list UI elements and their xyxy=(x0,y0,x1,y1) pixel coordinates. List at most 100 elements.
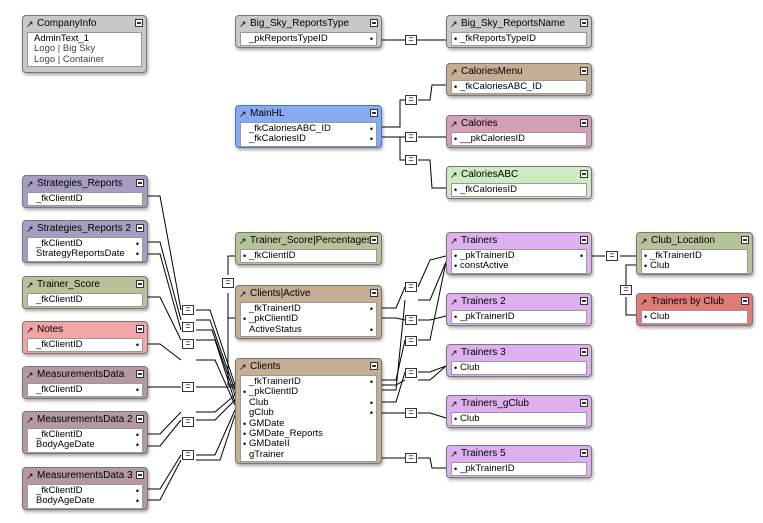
relationship-operator[interactable]: = xyxy=(405,336,417,346)
table-big-sky-reports-name[interactable]: ↗Big_Sky_ReportsName •_fkReportsTypeID xyxy=(446,15,592,48)
relationship-operator[interactable]: = xyxy=(405,95,417,105)
relationship-operator[interactable]: = xyxy=(405,453,417,463)
minimize-icon[interactable] xyxy=(580,297,588,305)
field[interactable]: _fkClientID• xyxy=(36,485,139,496)
field[interactable]: •Club xyxy=(644,311,670,322)
minimize-icon[interactable] xyxy=(136,179,144,187)
minimize-icon[interactable] xyxy=(370,362,378,370)
table-header[interactable]: ↗Strategies_Reports xyxy=(23,176,147,192)
table-strategies-reports[interactable]: ↗Strategies_Reports _fkClientID xyxy=(22,175,148,208)
table-header[interactable]: ↗Club_Location xyxy=(637,233,752,249)
field[interactable]: Logo | Big Sky xyxy=(34,43,96,55)
table-header[interactable]: ↗MeasurementsData 2 xyxy=(23,412,147,428)
minimize-icon[interactable] xyxy=(580,170,588,178)
field[interactable]: •_pkTrainerID xyxy=(454,311,515,322)
minimize-icon[interactable] xyxy=(370,19,378,27)
field[interactable]: •_fkReportsTypeID xyxy=(454,33,537,44)
table-trainers-2[interactable]: ↗Trainers 2 •_pkTrainerID xyxy=(446,293,592,326)
field[interactable]: •_fkCaloriesABC_ID xyxy=(454,81,542,92)
table-header[interactable]: ↗Clients xyxy=(236,359,381,375)
table-strategies-reports-2[interactable]: ↗Strategies_Reports 2 _fkClientID• Strat… xyxy=(22,220,148,263)
table-header[interactable]: ↗Trainer_Score xyxy=(23,277,147,293)
table-measurements-data-2[interactable]: ↗MeasurementsData 2 _fkClientID• BodyAge… xyxy=(22,411,148,454)
relationship-operator[interactable]: = xyxy=(405,35,417,45)
table-header[interactable]: ↗Trainers by Club xyxy=(637,294,752,310)
field[interactable]: _fkTrainerID• xyxy=(249,303,373,314)
minimize-icon[interactable] xyxy=(741,236,749,244)
field[interactable]: _fkClientID• xyxy=(36,339,139,350)
field[interactable]: •_fkCaloriesID xyxy=(454,184,518,195)
field[interactable]: _fkClientID• xyxy=(36,429,139,440)
relationship-operator[interactable]: = xyxy=(620,285,632,295)
minimize-icon[interactable] xyxy=(370,289,378,297)
relationship-operator[interactable]: = xyxy=(182,382,194,392)
table-notes[interactable]: ↗Notes _fkClientID• xyxy=(22,321,148,354)
table-big-sky-reports-type[interactable]: ↗Big_Sky_ReportsType _pkReportsTypeID• xyxy=(235,15,382,48)
table-trainers-gclub[interactable]: ↗Trainers_gClub •Club xyxy=(446,395,592,428)
field[interactable]: •Club xyxy=(644,260,670,272)
table-clients-active[interactable]: ↗Clients|Active _fkTrainerID• •_pkClient… xyxy=(235,285,382,339)
field[interactable]: _fkClientID• xyxy=(36,238,139,249)
relationship-operator[interactable]: = xyxy=(405,132,417,142)
minimize-icon[interactable] xyxy=(580,119,588,127)
field[interactable]: •GMDateII xyxy=(243,438,290,450)
field[interactable]: _fkClientID• xyxy=(36,384,139,395)
table-header[interactable]: ↗Trainers 5 xyxy=(447,446,591,462)
relationship-operator[interactable]: = xyxy=(606,251,618,261)
field[interactable]: gClub• xyxy=(249,407,373,419)
field[interactable]: _fkCaloriesABC_ID• xyxy=(249,123,373,134)
minimize-icon[interactable] xyxy=(136,280,144,288)
table-mainhl[interactable]: ↗MainHL _fkCaloriesABC_ID• _fkCaloriesID… xyxy=(235,105,382,148)
table-header[interactable]: ↗Calories xyxy=(447,116,591,132)
relationship-operator[interactable]: = xyxy=(182,322,194,332)
field[interactable]: AdminText_1 xyxy=(34,33,89,44)
field[interactable]: _fkClientID xyxy=(36,193,83,204)
minimize-icon[interactable] xyxy=(370,109,378,117)
relationship-operator[interactable]: = xyxy=(182,450,194,460)
table-calories-menu[interactable]: ↗CaloriesMenu •_fkCaloriesABC_ID xyxy=(446,63,592,96)
table-club-location[interactable]: ↗Club_Location •_fkTrainerID •Club xyxy=(636,232,753,275)
table-header[interactable]: ↗Big_Sky_ReportsName xyxy=(447,16,591,32)
table-header[interactable]: ↗Notes xyxy=(23,322,147,338)
relationship-operator[interactable]: = xyxy=(405,315,417,325)
field[interactable]: StrategyReportsDate• xyxy=(36,248,139,260)
field[interactable]: _fkTrainerID• xyxy=(249,376,373,387)
minimize-icon[interactable] xyxy=(136,471,144,479)
table-clients[interactable]: ↗Clients _fkTrainerID• •_pkClientID Club… xyxy=(235,358,382,464)
minimize-icon[interactable] xyxy=(136,415,144,423)
relationship-operator[interactable]: = xyxy=(182,305,194,315)
table-calories[interactable]: ↗Calories •__pkCaloriesID xyxy=(446,115,592,148)
field[interactable]: _pkReportsTypeID• xyxy=(249,33,373,44)
table-trainers[interactable]: ↗Trainers •_pkTrainerID• •constActive xyxy=(446,232,592,275)
table-header[interactable]: ↗Trainers 3 xyxy=(447,345,591,361)
field[interactable]: Logo | Container xyxy=(34,53,105,65)
field[interactable]: •_pkClientID xyxy=(243,386,299,398)
table-calories-abc[interactable]: ↗CaloriesABC •_fkCaloriesID xyxy=(446,166,592,199)
minimize-icon[interactable] xyxy=(580,399,588,407)
field[interactable]: •__pkCaloriesID xyxy=(454,133,525,144)
relationship-operator[interactable]: = xyxy=(405,408,417,418)
table-header[interactable]: ↗CaloriesABC xyxy=(447,167,591,183)
table-header[interactable]: ↗CaloriesMenu xyxy=(447,64,591,80)
relationship-operator[interactable]: = xyxy=(182,417,194,427)
table-header[interactable]: ↗MeasurementsData xyxy=(23,367,147,383)
field[interactable]: •_fkClientID xyxy=(243,250,296,261)
table-trainer-score-percentages[interactable]: ↗Trainer_Score|Percentages •_fkClientID xyxy=(235,232,382,265)
table-companyinfo[interactable]: ↗CompanyInfo AdminText_1 Logo | Big Sky … xyxy=(22,15,147,73)
table-header[interactable]: ↗Clients|Active xyxy=(236,286,381,302)
table-trainers-by-club[interactable]: ↗Trainers by Club •Club xyxy=(636,293,753,326)
field[interactable]: •_fkTrainerID xyxy=(644,250,702,261)
minimize-icon[interactable] xyxy=(136,325,144,333)
table-header[interactable]: ↗MainHL xyxy=(236,106,381,122)
field[interactable]: •constActive xyxy=(454,260,509,272)
table-trainer-score[interactable]: ↗Trainer_Score _fkClientID xyxy=(22,276,148,309)
field[interactable]: _fkCaloriesID• xyxy=(249,133,373,145)
minimize-icon[interactable] xyxy=(580,449,588,457)
table-header[interactable]: ↗Trainers 2 xyxy=(447,294,591,310)
table-header[interactable]: ↗MeasurementsData 3 xyxy=(23,468,147,484)
minimize-icon[interactable] xyxy=(741,297,749,305)
minimize-icon[interactable] xyxy=(135,19,143,27)
minimize-icon[interactable] xyxy=(370,236,378,244)
minimize-icon[interactable] xyxy=(136,370,144,378)
field[interactable]: _fkClientID xyxy=(36,294,83,305)
